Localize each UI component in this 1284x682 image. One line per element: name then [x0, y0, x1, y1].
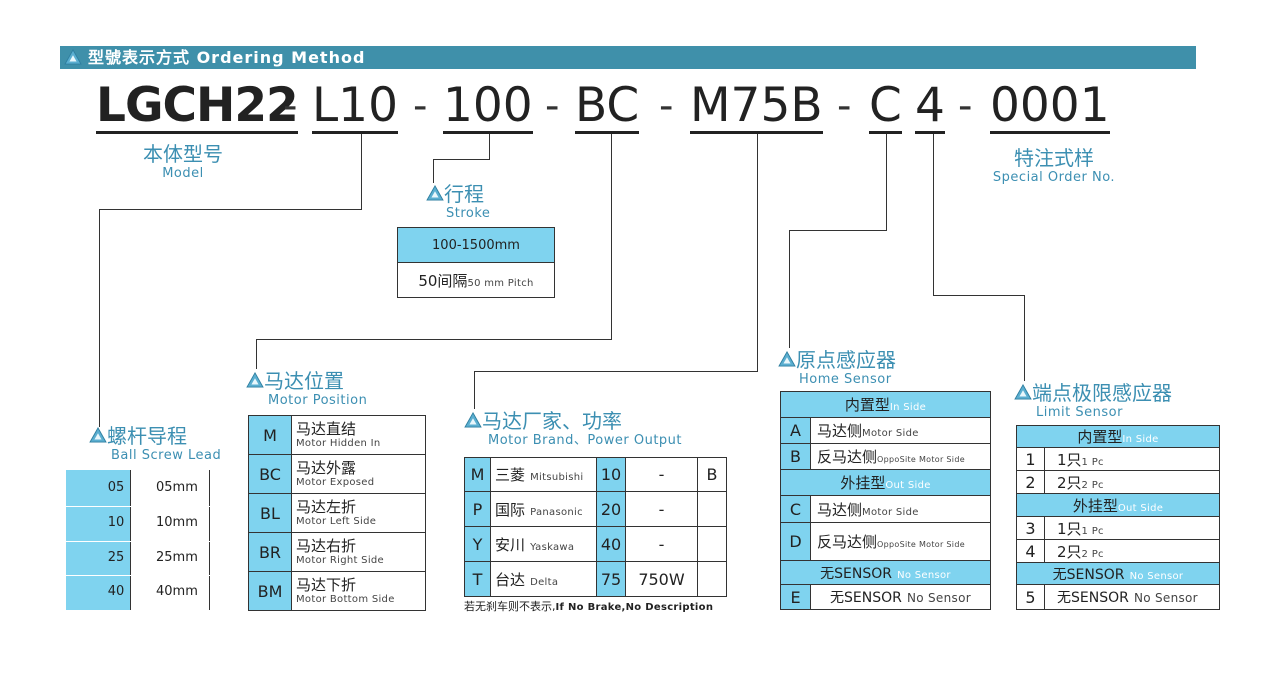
stroke-pitch: 50间隔50 mm Pitch [397, 262, 555, 298]
label-lead-en: Ball Screw Lead [111, 448, 222, 463]
code-stroke: 100 [443, 78, 533, 134]
label-limit: 端点极限感应器 Limit Sensor [1014, 381, 1172, 421]
triangle-icon [426, 185, 444, 201]
label-model: 本体型号 Model [138, 142, 228, 182]
label-brand-cn: 马达厂家、功率 [482, 409, 622, 433]
lead-value: 25mm [156, 550, 198, 565]
label-position-cn: 马达位置 [264, 369, 344, 393]
code-dash: - [545, 83, 560, 129]
code-dash: - [958, 83, 973, 129]
label-special-cn: 特注式样 [1014, 146, 1094, 170]
label-special: 特注式样 Special Order No. [986, 146, 1122, 186]
lead-code: 10 [107, 515, 125, 530]
brand-note: 若无刹车则不表示,If No Brake,No Description [464, 600, 714, 613]
code-brand: M75B [690, 78, 823, 134]
stroke-table: 100-1500mm 50间隔50 mm Pitch [397, 227, 555, 298]
code-model: LGCH22 [96, 78, 299, 134]
code-special: 0001 [990, 78, 1110, 134]
page-title: 型號表示方式 Ordering Method [88, 48, 366, 67]
label-model-cn: 本体型号 [143, 142, 223, 166]
triangle-icon [464, 412, 482, 428]
label-home-cn: 原点感应器 [796, 348, 896, 372]
label-stroke-en: Stroke [446, 206, 491, 221]
code-sensor: C [869, 78, 902, 134]
label-limit-cn: 端点极限感应器 [1032, 381, 1172, 405]
code-dash: - [413, 83, 428, 129]
lead-code: 25 [107, 550, 125, 565]
label-lead: 螺杆导程 Ball Screw Lead [89, 424, 221, 464]
triangle-icon [89, 427, 107, 443]
label-position: 马达位置 Motor Position [246, 369, 367, 409]
lead-code: 40 [107, 584, 125, 599]
code-limit: 4 [915, 78, 945, 134]
label-stroke: 行程 Stroke [426, 182, 490, 222]
label-model-en: Model [162, 166, 204, 181]
label-home-en: Home Sensor [799, 372, 892, 387]
label-brand-en: Motor Brand、Power Output [488, 433, 683, 448]
triangle-icon [778, 351, 796, 367]
triangle-icon [1014, 384, 1032, 400]
code-dash: - [837, 83, 852, 129]
label-home: 原点感应器 Home Sensor [778, 348, 896, 388]
code-position: BC [575, 78, 640, 134]
label-special-en: Special Order No. [992, 170, 1116, 185]
triangle-icon [64, 49, 82, 65]
code-dash: - [659, 83, 674, 129]
label-limit-en: Limit Sensor [1036, 405, 1123, 420]
triangle-icon [246, 372, 264, 388]
lead-code: 05 [107, 480, 125, 495]
lead-value: 05mm [156, 480, 198, 495]
label-lead-cn: 螺杆导程 [107, 424, 187, 448]
label-stroke-cn: 行程 [444, 182, 484, 206]
label-brand: 马达厂家、功率 Motor Brand、Power Output [464, 409, 682, 449]
lead-value: 40mm [156, 584, 198, 599]
stroke-range: 100-1500mm [397, 227, 555, 263]
label-position-en: Motor Position [268, 393, 368, 408]
lead-value: 10mm [156, 515, 198, 530]
lead-table: 05 05mm 10 10mm 25 25mm 40 40mm [66, 470, 210, 610]
code-dash: - [283, 83, 298, 129]
title-bar: 型號表示方式 Ordering Method [60, 46, 1196, 69]
code-lead: L10 [312, 78, 398, 134]
